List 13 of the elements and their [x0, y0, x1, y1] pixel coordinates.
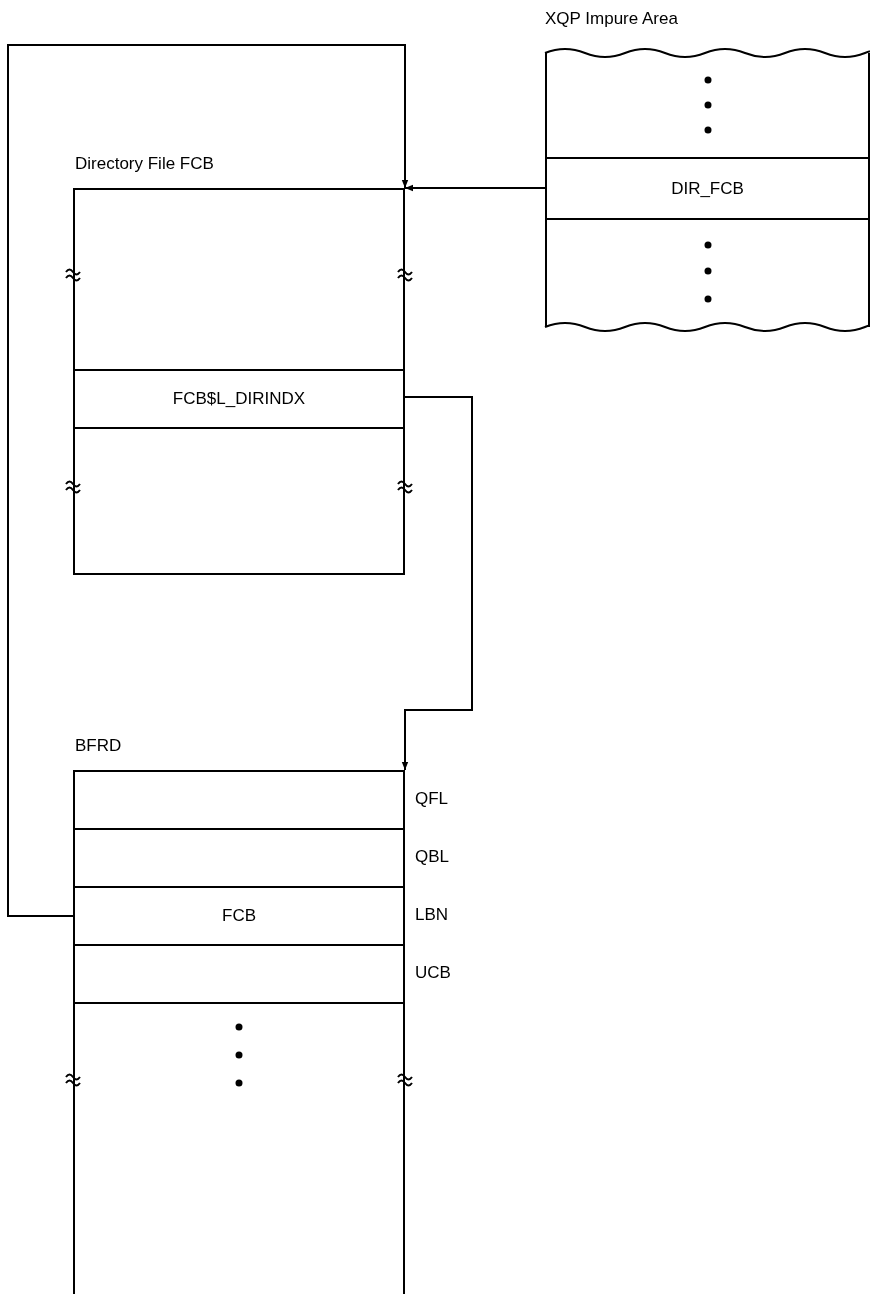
arrow — [7, 44, 409, 917]
block-title: XQP Impure Area — [545, 9, 678, 29]
arrow — [404, 184, 546, 192]
field-row: DIR_FCB — [545, 157, 870, 220]
field-name: UCB — [415, 963, 451, 983]
field-name: QFL — [415, 789, 449, 809]
field-row: FCB — [75, 888, 403, 946]
field-name: LBN — [415, 905, 449, 925]
arrow — [401, 396, 473, 771]
block-title: Directory File FCB — [75, 154, 214, 174]
field-row: FCB$L_DIRINDX — [75, 369, 403, 429]
block-title: BFRD — [75, 736, 122, 756]
field-name: QBL — [415, 847, 450, 867]
